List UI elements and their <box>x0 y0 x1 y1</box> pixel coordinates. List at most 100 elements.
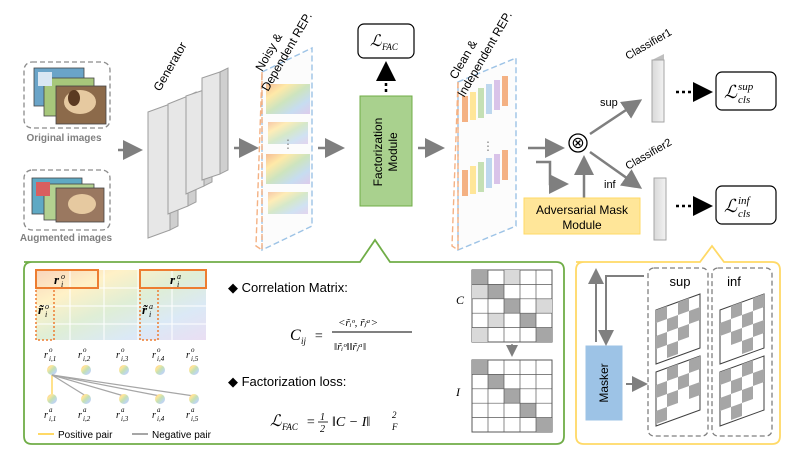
svg-text:i,4: i,4 <box>157 415 165 423</box>
svg-text:i: i <box>149 310 151 319</box>
generator-label: Generator <box>150 40 189 94</box>
svg-text:a: a <box>49 406 53 414</box>
correlation-title: ◆ Correlation Matrix: <box>228 280 348 295</box>
original-images-group: Original images <box>23 61 111 144</box>
masker-label: Masker <box>597 363 611 402</box>
original-pair-labels: r o i,1 r o i,2 r o i,3 r o i,4 r o i,5 <box>44 346 199 363</box>
classifier1-label: Classifier1 <box>624 27 674 63</box>
svg-text:2: 2 <box>392 410 397 420</box>
svg-text:ℒ: ℒ <box>724 82 738 102</box>
svg-text:r̃: r̃ <box>142 302 149 317</box>
inf-branch-label: inf <box>604 179 617 191</box>
adv-mask-label-1: Adversarial Mask <box>536 203 629 217</box>
matrix-c-label: C <box>456 293 465 307</box>
factorization-detail-panel: r i o r i a r̃ i o r̃ i a r o i,1 r o i,… <box>23 238 565 445</box>
svg-text:i,4: i,4 <box>157 355 165 363</box>
factorization-label-1: Factorization <box>371 118 385 187</box>
svg-text:=: = <box>306 415 315 430</box>
svg-text:i,5: i,5 <box>191 355 199 363</box>
masker-inf-label: inf <box>727 274 741 289</box>
svg-text:i,2: i,2 <box>83 415 91 423</box>
svg-text:i,1: i,1 <box>49 355 56 363</box>
adv-mask-label-2: Module <box>562 218 602 232</box>
factorization-module: Factorization Module <box>359 95 413 207</box>
svg-text:Negative pair: Negative pair <box>152 430 212 441</box>
svg-text:FAC: FAC <box>381 42 399 52</box>
mask-grid-inf-bottom <box>719 355 765 427</box>
svg-text:a: a <box>177 272 181 281</box>
mask-grid-sup-bottom <box>655 355 701 427</box>
arrow-otimes-to-classifier2 <box>589 150 643 189</box>
adversarial-mask-module: Adversarial Mask Module <box>523 197 641 235</box>
svg-text:<r̃ᵢᵒ, r̃ⱼᵃ>: <r̃ᵢᵒ, r̃ⱼᵃ> <box>338 317 378 329</box>
svg-text:C: C <box>290 327 301 344</box>
pair-circles <box>47 365 199 404</box>
masker-box: Masker <box>585 345 623 421</box>
augmented-pair-labels: r a i,1 r a i,2 r a i,3 r a i,4 r a i,5 <box>44 406 199 423</box>
svg-text:r: r <box>186 410 190 421</box>
svg-text:o: o <box>49 346 53 354</box>
svg-text:i,3: i,3 <box>121 415 129 423</box>
svg-text:cls: cls <box>738 208 750 220</box>
classifier2-label: Classifier2 <box>624 137 674 173</box>
noisy-rep-block: ⋮ Noisy & Dependent REP. <box>252 10 315 252</box>
cls-inf-loss-box: ℒ inf cls <box>715 185 777 225</box>
svg-text:i,2: i,2 <box>83 355 91 363</box>
svg-text:a: a <box>191 406 195 414</box>
svg-text:r: r <box>44 350 48 361</box>
svg-text:⊗: ⊗ <box>571 135 584 152</box>
arrow-otimes-to-classifier1 <box>589 99 643 136</box>
svg-text:F: F <box>391 422 398 432</box>
svg-text:cls: cls <box>738 94 750 106</box>
clean-rep-block: ⋮ Clean & Independent REP. <box>446 9 517 252</box>
cls-sup-loss-box: ℒ sup cls <box>715 71 777 111</box>
svg-text:1: 1 <box>320 412 325 423</box>
svg-text:r: r <box>78 410 82 421</box>
svg-text:o: o <box>83 346 87 354</box>
augmented-images-group: Augmented images <box>20 169 113 244</box>
svg-text:o: o <box>157 346 161 354</box>
svg-text:r: r <box>116 410 120 421</box>
svg-text:FAC: FAC <box>281 422 299 432</box>
otimes-operator: ⊗ <box>568 133 588 153</box>
factorization-title: ◆ Factorization loss: <box>228 374 346 389</box>
factorization-label-2: Module <box>386 132 400 172</box>
sup-branch-label: sup <box>600 97 618 109</box>
svg-text:r: r <box>54 272 60 287</box>
svg-text:i: i <box>61 280 63 289</box>
svg-text:o: o <box>45 302 49 311</box>
svg-text:⋮: ⋮ <box>482 139 494 153</box>
svg-text:r: r <box>44 410 48 421</box>
svg-text:r: r <box>78 350 82 361</box>
svg-text:‖C − I‖: ‖C − I‖ <box>332 415 370 430</box>
svg-text:o: o <box>121 346 125 354</box>
factorization-formula: ℒ FAC = 1 2 ‖C − I‖ 2 F <box>270 410 398 435</box>
svg-text:i,3: i,3 <box>121 355 129 363</box>
arrow-masks-to-masker <box>598 275 644 346</box>
svg-text:a: a <box>157 406 161 414</box>
svg-text:ℒ: ℒ <box>724 196 738 216</box>
correlation-grid: r i o r i a r̃ i o r̃ i a <box>35 269 207 341</box>
matrix-c <box>471 269 553 343</box>
svg-text:a: a <box>149 302 153 311</box>
clean-bars-bottom <box>462 150 508 196</box>
svg-text:r: r <box>152 410 156 421</box>
svg-text:r: r <box>152 350 156 361</box>
correlation-formula: C ij = <r̃ᵢᵒ, r̃ⱼᵃ> ‖r̃ᵢᵒ‖‖r̃ⱼᵃ‖ <box>290 317 412 353</box>
svg-text:‖r̃ᵢᵒ‖‖r̃ⱼᵃ‖: ‖r̃ᵢᵒ‖‖r̃ⱼᵃ‖ <box>334 341 366 353</box>
svg-text:r: r <box>116 350 120 361</box>
svg-text:r: r <box>170 272 176 287</box>
arrow-clean-to-adversarial <box>536 160 569 194</box>
svg-text:inf: inf <box>738 195 752 207</box>
mask-grid-sup-top <box>655 293 701 365</box>
fac-loss-box: ℒ FAC <box>357 23 415 59</box>
generator-block: Generator <box>147 40 229 239</box>
original-images-label: Original images <box>26 133 101 144</box>
matrix-i-label: I <box>455 385 461 399</box>
svg-text:=: = <box>314 329 323 344</box>
augmented-images-label: Augmented images <box>20 233 113 244</box>
svg-text:i: i <box>177 280 179 289</box>
svg-text:i,5: i,5 <box>191 415 199 423</box>
svg-text:o: o <box>61 272 65 281</box>
